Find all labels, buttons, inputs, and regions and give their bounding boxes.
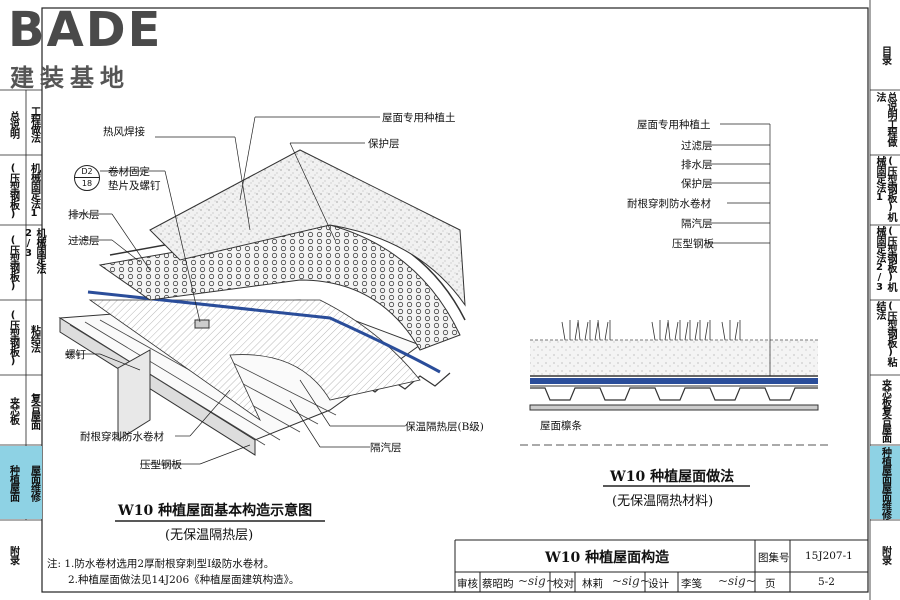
design-label: 设计 (648, 578, 669, 590)
label-filter-layer: 过滤层 (68, 235, 100, 247)
section-membrane (530, 378, 818, 384)
section-label-deck: 压型钢板 (672, 238, 714, 250)
section-label-soil: 屋面专用种植土 (637, 119, 711, 131)
left-tab-mech2[interactable]: (压型钢板) (7, 235, 19, 291)
detail-ref-bottom: 18 (75, 177, 99, 189)
reviewer-name: 蔡昭昀 (482, 578, 514, 590)
label-planting-soil: 屋面专用种植土 (382, 112, 456, 124)
label-drainage-layer: 排水层 (68, 209, 100, 221)
planting-soil-layer (149, 149, 466, 307)
atlas-number: 15J207-1 (805, 550, 853, 562)
section-purlin (529, 404, 819, 411)
note-2: 2.种植屋面做法见14J206《种植屋面建筑构造》。 (68, 574, 300, 586)
label-vapor-barrier: 隔汽层 (370, 442, 402, 454)
label-screw: 螺钉 (65, 349, 86, 361)
label-root-membrane: 耐根穿刺防水卷材 (80, 431, 164, 443)
note-1: 注: 1.防水卷材选用2厚耐根穿刺型Ⅰ级防水卷材。 (47, 558, 275, 570)
logo-subtitle: 建装基地 (10, 64, 130, 92)
left-tab-mech1[interactable]: (压型钢板) (7, 162, 19, 219)
proof-label: 校对 (553, 578, 574, 590)
review-label: 审核 (457, 578, 478, 590)
section-label-protect: 保护层 (681, 178, 713, 190)
left-tab-overview-sub[interactable]: 工程做法 (28, 106, 40, 142)
left-figure-subcaption: (无保温隔热层) (165, 528, 254, 543)
insulation-layer (88, 299, 421, 422)
section-label-drain: 排水层 (681, 159, 713, 171)
section-deck (530, 387, 818, 401)
left-tab-mech1-sub[interactable]: 机械固定法1 (28, 163, 40, 218)
label-protection-layer: 保护层 (368, 138, 400, 150)
right-tab-overview[interactable]: 总说明工程做法 (874, 92, 896, 146)
title-block-title: W10 种植屋面构造 (545, 550, 670, 566)
logo-text: BADE (8, 2, 163, 58)
left-tab-bond-sub[interactable]: 粘结法 (28, 324, 40, 352)
section-label-purlin: 屋面檩条 (540, 420, 582, 432)
reviewer-signature: ~sig~ (518, 574, 556, 588)
left-tab-appendix[interactable]: 附录 (7, 546, 19, 564)
detail-ref-top: D2 (81, 167, 93, 176)
left-tab-mech2-sub[interactable]: 机械固定法2/3 (23, 228, 45, 273)
right-tab-appendix[interactable]: 附录 (879, 546, 891, 564)
designer-name: 李笺 (681, 578, 702, 590)
left-tab-sandwich[interactable]: 夹芯板 (7, 397, 19, 424)
section-label-filter: 过滤层 (681, 140, 713, 152)
right-figure-subcaption: (无保温隔热材料) (612, 494, 714, 509)
gasket-shape (194, 319, 210, 329)
left-tab-bond[interactable]: (压型钢板) (7, 310, 19, 366)
label-membrane-fixing: 卷材固定 (108, 166, 150, 178)
left-tab-overview[interactable]: 总说明 (7, 110, 19, 138)
right-tab-bond[interactable]: (压型钢板)粘结法 (874, 301, 896, 366)
section-label-vapor: 隔汽层 (681, 218, 713, 230)
right-tab-mech2[interactable]: (压型钢板)机械固定法2/3 (874, 226, 896, 292)
page-label: 页 (765, 578, 776, 590)
proofer-name: 林莉 (582, 578, 603, 590)
section-soil (530, 340, 818, 375)
label-gasket-screw: 垫片及螺钉 (108, 180, 161, 192)
detail-reference-bubble[interactable]: D2 18 (74, 165, 100, 191)
label-hot-air-weld: 热风焊接 (103, 126, 145, 138)
section-label-root-membrane: 耐根穿刺防水卷材 (627, 198, 711, 210)
right-tab-contents[interactable]: 目录 (879, 46, 891, 64)
right-tab-sandwich[interactable]: 夹芯板复合屋面 (879, 378, 891, 442)
left-tab-planting-sub[interactable]: 屋面维修 (26, 446, 42, 519)
purlin-shape (117, 349, 151, 441)
right-figure-caption: W10 种植屋面做法 (610, 469, 735, 485)
section-plants (561, 319, 741, 341)
proofer-signature: ~sig~ (612, 574, 650, 588)
label-steel-deck: 压型钢板 (140, 459, 182, 471)
label-insulation: 保温隔热层(B级) (405, 421, 484, 433)
page-number: 5-2 (818, 576, 835, 588)
left-figure-caption: W10 种植屋面基本构造示意图 (118, 503, 313, 519)
atlas-label: 图集号 (758, 552, 790, 564)
left-tab-sandwich-sub[interactable]: 复合屋面 (28, 392, 40, 429)
membrane-layer (87, 290, 441, 374)
right-tab-mech1[interactable]: (压型钢板)机械固定法1 (874, 156, 896, 221)
designer-signature: ~sig~ (718, 574, 756, 588)
left-tab-planting[interactable]: 种植屋面 (0, 446, 26, 519)
right-tab-planting[interactable]: 种植屋面屋面维修 (870, 446, 900, 519)
